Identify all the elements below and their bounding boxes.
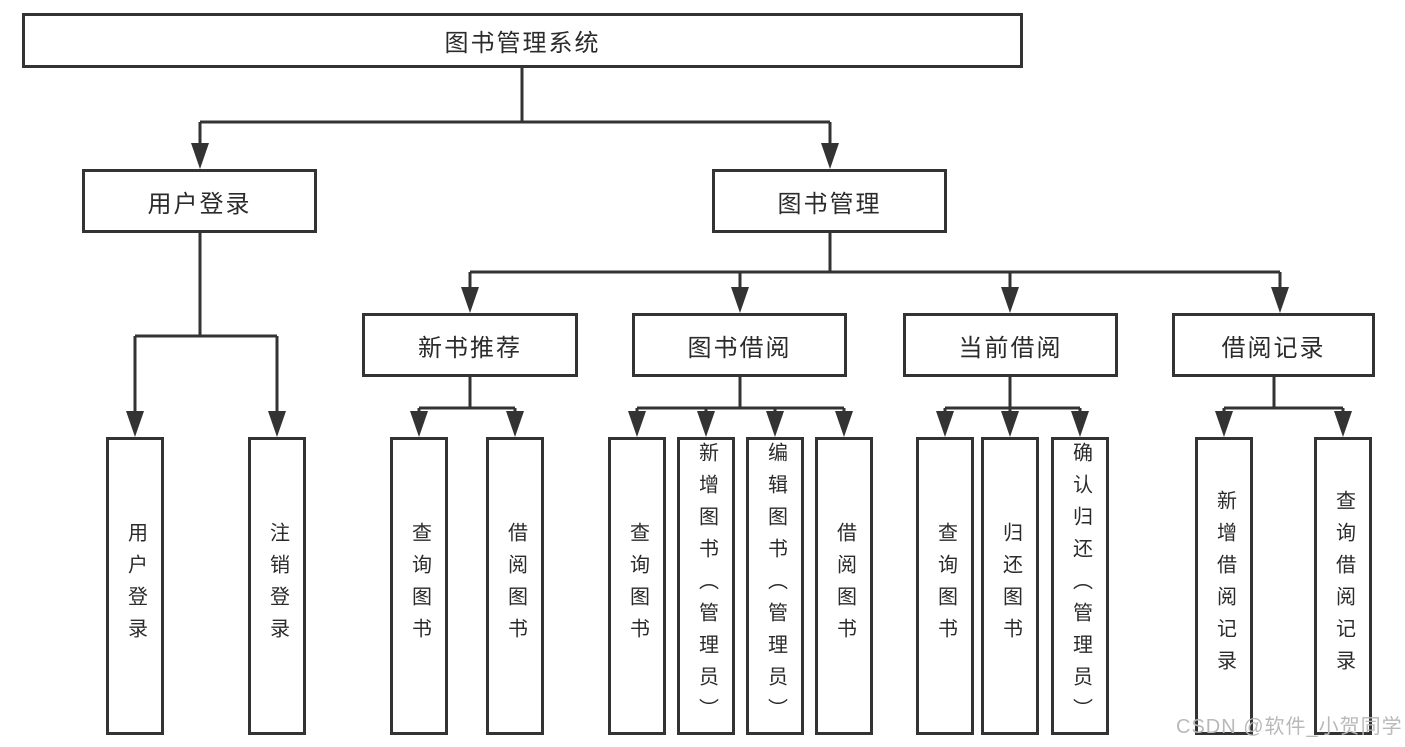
book-management-split-line bbox=[468, 233, 1282, 290]
node-leaf-logout-label: 注销登录 bbox=[266, 522, 289, 650]
node-book-management: 图书管理 bbox=[712, 169, 947, 233]
arrowheads bbox=[126, 143, 1352, 437]
arrow-down-icon bbox=[821, 143, 839, 169]
arrow-down-icon bbox=[766, 411, 784, 437]
user-login-split-line bbox=[133, 233, 279, 414]
node-leaf-confirm-return-admin-label: 确认归还（管理员） bbox=[1069, 442, 1092, 730]
node-leaf-borrow-books: 借阅图书 bbox=[815, 437, 873, 735]
node-new-book-recommend: 新书推荐 bbox=[362, 313, 578, 377]
node-leaf-query-books-current-label: 查询图书 bbox=[934, 522, 957, 650]
node-leaf-edit-book-admin: 编辑图书（管理员） bbox=[746, 437, 804, 735]
arrow-down-icon bbox=[936, 411, 954, 437]
node-borrow-records-label: 借阅记录 bbox=[1221, 334, 1326, 362]
node-leaf-confirm-return-admin: 确认归还（管理员） bbox=[1051, 437, 1109, 735]
node-current-borrow-label: 当前借阅 bbox=[958, 334, 1063, 362]
node-leaf-query-books-current: 查询图书 bbox=[916, 437, 974, 735]
arrow-down-icon bbox=[1271, 287, 1289, 313]
node-leaf-login-label: 用户登录 bbox=[124, 522, 147, 650]
node-borrow-records: 借阅记录 bbox=[1172, 313, 1375, 377]
arrow-down-icon bbox=[1334, 411, 1352, 437]
node-leaf-add-borrow-record-label: 新增借阅记录 bbox=[1213, 490, 1236, 682]
current-borrow-split-line bbox=[943, 377, 1082, 414]
arrow-down-icon bbox=[461, 287, 479, 313]
arrow-down-icon bbox=[628, 411, 646, 437]
arrow-down-icon bbox=[126, 411, 144, 437]
node-new-book-recommend-label: 新书推荐 bbox=[418, 334, 522, 362]
node-leaf-query-books-borrow-label: 查询图书 bbox=[626, 522, 649, 650]
node-book-borrow-label: 图书借阅 bbox=[687, 334, 792, 362]
root-split-line bbox=[198, 68, 832, 146]
node-book-borrow: 图书借阅 bbox=[632, 313, 847, 377]
node-leaf-edit-book-admin-label: 编辑图书（管理员） bbox=[764, 442, 787, 730]
node-leaf-query-borrow-record-label: 查询借阅记录 bbox=[1332, 490, 1355, 682]
node-leaf-logout: 注销登录 bbox=[248, 437, 306, 735]
arrow-down-icon bbox=[1215, 411, 1233, 437]
arrow-down-icon bbox=[1071, 411, 1089, 437]
node-user-login: 用户登录 bbox=[82, 169, 317, 233]
arrow-down-icon bbox=[506, 411, 524, 437]
arrow-down-icon bbox=[731, 287, 749, 313]
arrow-down-icon bbox=[191, 143, 209, 169]
node-leaf-query-books-recommend: 查询图书 bbox=[390, 437, 448, 735]
node-leaf-query-books-recommend-label: 查询图书 bbox=[408, 522, 431, 650]
arrow-down-icon bbox=[835, 411, 853, 437]
connector-shafts bbox=[133, 68, 1345, 414]
arrow-down-icon bbox=[1001, 287, 1019, 313]
arrow-down-icon bbox=[1001, 411, 1019, 437]
borrow-record-split-line bbox=[1222, 377, 1345, 414]
node-root-label: 图书管理系统 bbox=[444, 30, 601, 57]
node-leaf-borrow-books-label: 借阅图书 bbox=[833, 522, 856, 650]
node-leaf-return-book-label: 归还图书 bbox=[999, 522, 1022, 650]
node-leaf-login: 用户登录 bbox=[106, 437, 164, 735]
node-leaf-borrow-books-recommend-label: 借阅图书 bbox=[504, 522, 527, 650]
node-book-management-label: 图书管理 bbox=[777, 190, 882, 218]
node-current-borrow: 当前借阅 bbox=[903, 313, 1118, 377]
node-leaf-return-book: 归还图书 bbox=[981, 437, 1039, 735]
node-leaf-borrow-books-recommend: 借阅图书 bbox=[486, 437, 544, 735]
arrow-down-icon bbox=[697, 411, 715, 437]
arrow-down-icon bbox=[268, 411, 286, 437]
csdn-watermark: CSDN @软件_小贺同学 bbox=[1176, 716, 1403, 738]
node-root: 图书管理系统 bbox=[22, 13, 1023, 68]
book-borrow-split-line bbox=[635, 377, 846, 414]
node-user-login-label: 用户登录 bbox=[147, 190, 252, 218]
new-book-split-line bbox=[417, 377, 517, 414]
node-leaf-add-book-admin: 新增图书（管理员） bbox=[677, 437, 735, 735]
arrow-down-icon bbox=[410, 411, 428, 437]
node-leaf-add-book-admin-label: 新增图书（管理员） bbox=[695, 442, 718, 730]
node-leaf-query-borrow-record: 查询借阅记录 bbox=[1314, 437, 1372, 735]
node-leaf-add-borrow-record: 新增借阅记录 bbox=[1195, 437, 1253, 735]
node-leaf-query-books-borrow: 查询图书 bbox=[608, 437, 666, 735]
